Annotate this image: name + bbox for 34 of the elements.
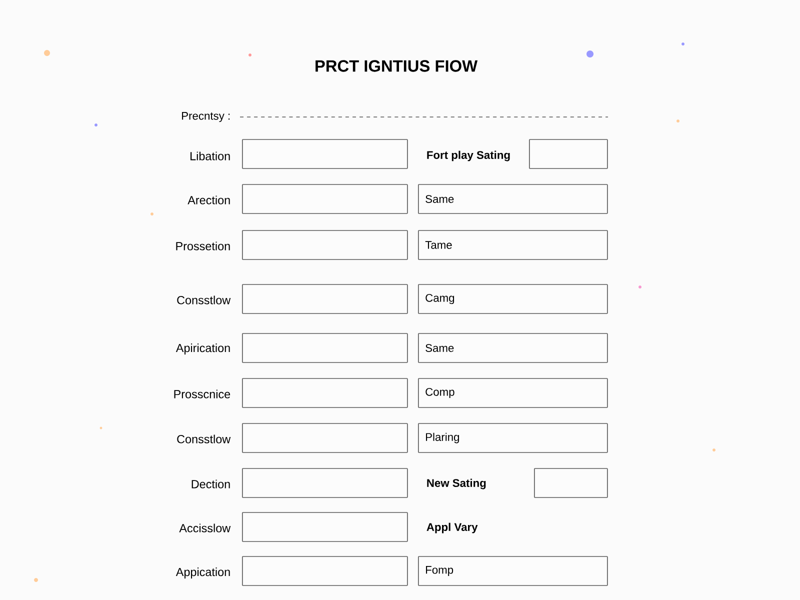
input-field [242,184,408,214]
filled-field: Same [418,184,608,214]
row-label: Prosscnice [174,390,230,398]
row-label: Prossetion [176,242,230,250]
input-field [242,468,408,498]
row-label: Consstlow [177,434,231,444]
row-label: Accisslow [179,524,231,532]
filled-field: Same [418,333,608,363]
row-label: Consstlow [177,296,231,304]
input-field [242,378,408,408]
input-field [242,139,408,169]
filled-field: Plaring [418,423,608,453]
input-field [242,230,408,260]
title: PRCT IGNTIUS FIOW [316,60,478,72]
input-field [242,512,408,542]
field-label: Appl Vary [426,522,478,534]
row-label: Dection [192,480,230,488]
field-label: Fort play Sating [427,150,510,162]
input-field [529,139,608,169]
input-field [534,468,608,498]
filled-field: Comp [418,378,608,408]
input-field [242,556,408,586]
filled-field: Fomp [418,556,608,586]
row-label: Appication [176,568,230,578]
filled-field: Camg [418,284,608,314]
input-field [242,284,408,314]
field-label: Precntsy : [182,112,230,122]
row-label: Apirication [176,344,230,354]
row-label: Libation [190,152,230,160]
field-label: New Sating [427,478,486,490]
row-label: Arection [188,196,230,204]
input-field [242,333,408,363]
filled-field: Tame [418,230,608,260]
input-field [242,423,408,453]
